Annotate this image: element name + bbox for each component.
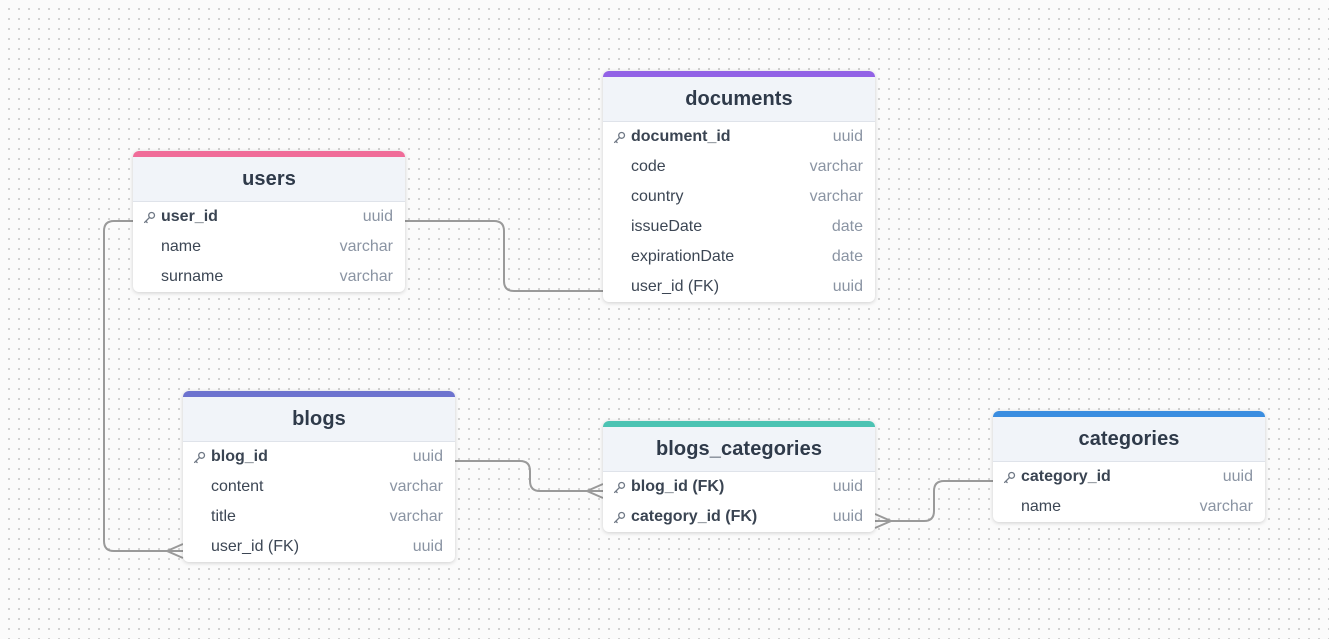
key-icon-placeholder [193, 472, 211, 502]
column-type: varchar [389, 478, 443, 495]
column-name: blog_id [211, 448, 268, 465]
column-row[interactable]: code varchar [603, 152, 875, 182]
table-accent-bar [603, 71, 875, 77]
key-icon [193, 442, 211, 472]
column-type: uuid [832, 278, 863, 295]
column-type: varchar [389, 508, 443, 525]
column-row[interactable]: user_id (FK) uuid [183, 532, 455, 562]
column-type: date [831, 218, 863, 235]
column-row[interactable]: content varchar [183, 472, 455, 502]
column-type: varchar [809, 188, 863, 205]
crowfoot-blogs-categories-blog-id [584, 483, 604, 499]
column-name: category_id (FK) [631, 508, 758, 525]
key-icon-placeholder [613, 152, 631, 182]
key-icon [613, 472, 631, 502]
key-icon-placeholder [613, 242, 631, 272]
table-accent-bar [603, 421, 875, 427]
column-row[interactable]: blog_id uuid [183, 442, 455, 472]
column-type: uuid [362, 208, 393, 225]
column-name: category_id [1021, 468, 1111, 485]
key-icon-placeholder [193, 532, 211, 562]
column-type: uuid [832, 508, 863, 525]
column-type: varchar [339, 238, 393, 255]
table-accent-bar [133, 151, 405, 157]
column-type: uuid [832, 128, 863, 145]
table-title[interactable]: blogs [183, 397, 455, 442]
key-icon [613, 122, 631, 152]
column-type: uuid [412, 538, 443, 555]
key-icon-placeholder [193, 502, 211, 532]
column-type: uuid [1222, 468, 1253, 485]
column-name: surname [161, 268, 224, 285]
column-name: issueDate [631, 218, 703, 235]
column-name: content [211, 478, 264, 495]
column-name: document_id [631, 128, 731, 145]
key-icon-placeholder [613, 212, 631, 242]
column-row[interactable]: user_id (FK) uuid [603, 272, 875, 302]
column-row[interactable]: blog_id (FK) uuid [603, 472, 875, 502]
crowfoot-blogs-categories-category-id [874, 513, 894, 529]
column-row[interactable]: title varchar [183, 502, 455, 532]
column-list: blog_id (FK) uuid category_id (FK) uuid [603, 472, 875, 532]
column-type: uuid [412, 448, 443, 465]
column-row[interactable]: category_id (FK) uuid [603, 502, 875, 532]
key-icon-placeholder [1003, 492, 1021, 522]
table-title[interactable]: blogs_categories [603, 427, 875, 472]
column-name: user_id [161, 208, 218, 225]
column-row[interactable]: category_id uuid [993, 462, 1265, 492]
column-row[interactable]: surname varchar [133, 262, 405, 292]
column-name: expirationDate [631, 248, 735, 265]
table-title[interactable]: categories [993, 417, 1265, 462]
edge-categories-blogs-categories[interactable] [875, 480, 993, 522]
column-type: date [831, 248, 863, 265]
column-row[interactable]: document_id uuid [603, 122, 875, 152]
column-type: varchar [809, 158, 863, 175]
crowfoot-blogs-user-id [164, 543, 184, 559]
table-title[interactable]: users [133, 157, 405, 202]
column-name: code [631, 158, 666, 175]
key-icon-placeholder [143, 232, 161, 262]
column-name: user_id (FK) [631, 278, 720, 295]
column-name: country [631, 188, 684, 205]
table-accent-bar [993, 411, 1265, 417]
column-row[interactable]: name varchar [993, 492, 1265, 522]
column-row[interactable]: country varchar [603, 182, 875, 212]
column-name: user_id (FK) [211, 538, 300, 555]
column-type: varchar [339, 268, 393, 285]
column-list: category_id uuid name varchar [993, 462, 1265, 522]
edge-users-documents[interactable] [405, 220, 603, 292]
table-accent-bar [183, 391, 455, 397]
column-row[interactable]: name varchar [133, 232, 405, 262]
key-icon [1003, 462, 1021, 492]
table-categories[interactable]: categories category_id uuid name varchar [993, 411, 1265, 522]
column-name: name [1021, 498, 1062, 515]
column-row[interactable]: user_id uuid [133, 202, 405, 232]
table-title[interactable]: documents [603, 77, 875, 122]
column-type: varchar [1199, 498, 1253, 515]
edge-blogs-blogs-categories[interactable] [455, 460, 603, 492]
column-name: blog_id (FK) [631, 478, 725, 495]
column-row[interactable]: expirationDate date [603, 242, 875, 272]
key-icon [143, 202, 161, 232]
table-users[interactable]: users user_id uuid name varchar surname varch… [133, 151, 405, 292]
key-icon-placeholder [613, 272, 631, 302]
column-type: uuid [832, 478, 863, 495]
key-icon-placeholder [143, 262, 161, 292]
key-icon [613, 502, 631, 532]
column-list: user_id uuid name varchar surname varchar [133, 202, 405, 292]
key-icon-placeholder [613, 182, 631, 212]
column-row[interactable]: issueDate date [603, 212, 875, 242]
column-name: title [211, 508, 236, 525]
column-name: name [161, 238, 202, 255]
